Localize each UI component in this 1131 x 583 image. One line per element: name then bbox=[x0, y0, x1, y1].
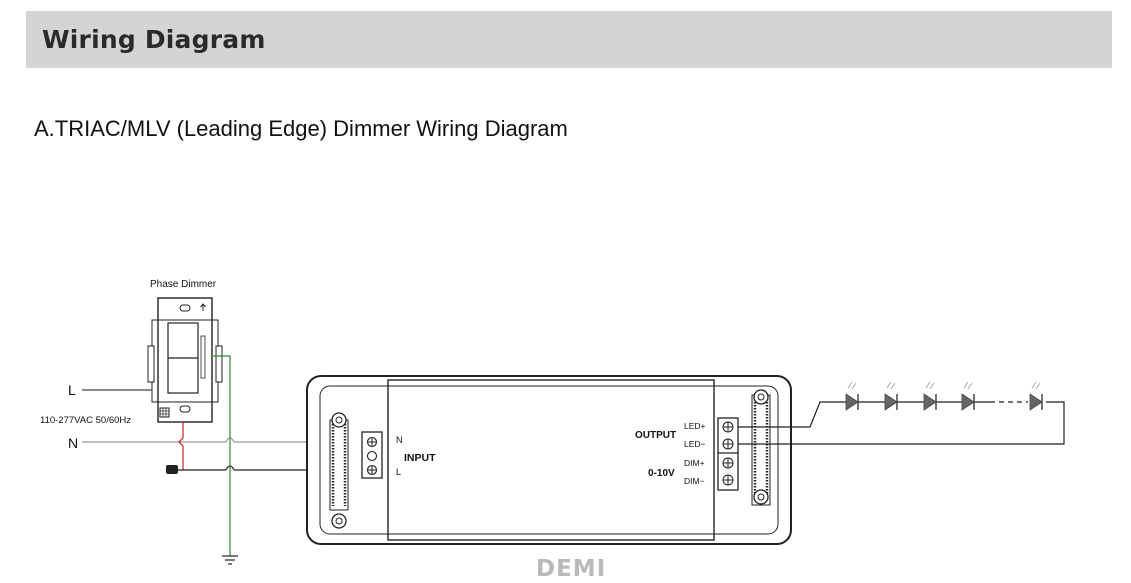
input-label: INPUT bbox=[404, 452, 436, 464]
ground-wire bbox=[212, 355, 231, 556]
input-terminal-block bbox=[361, 431, 383, 479]
left-mount-hole-top bbox=[331, 412, 347, 428]
dim-minus-label: DIM− bbox=[684, 476, 705, 486]
driver-outer-case bbox=[306, 375, 792, 545]
section-title: Wiring Diagram bbox=[42, 25, 266, 54]
led-driver: N L INPUT LED+ LED− OUTPUT DIM+ DIM− 0-1… bbox=[306, 375, 792, 545]
led-minus-wire bbox=[738, 401, 1065, 445]
dimmer-screw-top bbox=[179, 304, 191, 312]
led-minus-label: LED− bbox=[684, 439, 706, 449]
led-plus-label: LED+ bbox=[684, 421, 706, 431]
led-circuit bbox=[738, 381, 1065, 445]
wires: L 110-277VAC 50/60Hz N bbox=[40, 355, 370, 565]
output-terminal-block bbox=[717, 417, 739, 491]
dim-plus-label: DIM+ bbox=[684, 458, 705, 468]
dimmer-screw-bottom bbox=[179, 405, 191, 413]
output-label: OUTPUT bbox=[635, 430, 676, 441]
input-terminal-empty bbox=[366, 450, 378, 462]
right-mount-hole-bottom bbox=[753, 489, 769, 505]
dimmer-side-right bbox=[215, 345, 223, 383]
left-mount-hole-bottom bbox=[331, 513, 347, 529]
line-label: L bbox=[68, 382, 76, 398]
led-diode-icon bbox=[845, 393, 859, 411]
input-terminal-l bbox=[366, 464, 378, 476]
led-plus-wire bbox=[738, 401, 845, 428]
dim-label: 0-10V bbox=[648, 468, 675, 479]
phase-dimmer: Phase Dimmer bbox=[147, 279, 223, 423]
dimmer-slider bbox=[200, 335, 206, 379]
input-n-label: N bbox=[396, 435, 403, 445]
led-diode-icon bbox=[961, 393, 975, 411]
driver-cover bbox=[387, 379, 715, 541]
dimmer-grid-icon bbox=[159, 407, 170, 418]
input-terminal-n bbox=[366, 436, 378, 448]
wire-nut-icon bbox=[166, 465, 178, 474]
arrow-up-icon bbox=[200, 303, 206, 311]
diagram-subtitle: A.TRIAC/MLV (Leading Edge) Dimmer Wiring… bbox=[34, 116, 568, 141]
voltage-label: 110-277VAC 50/60Hz bbox=[40, 415, 131, 426]
watermark: DEMI bbox=[536, 556, 607, 582]
section-header: Wiring Diagram bbox=[26, 11, 1112, 68]
dimmer-label: Phase Dimmer bbox=[150, 279, 217, 290]
led-diode-icon bbox=[884, 393, 898, 411]
neutral-label: N bbox=[68, 435, 78, 451]
driver-inner-case bbox=[319, 385, 779, 535]
dimmer-side-left bbox=[147, 345, 155, 383]
right-mount-hole-top bbox=[753, 389, 769, 405]
led-diode-icon bbox=[923, 393, 937, 411]
input-l-label: L bbox=[396, 467, 401, 477]
led-diode-icon bbox=[1029, 393, 1043, 411]
dimmed-live-wire bbox=[178, 422, 184, 470]
